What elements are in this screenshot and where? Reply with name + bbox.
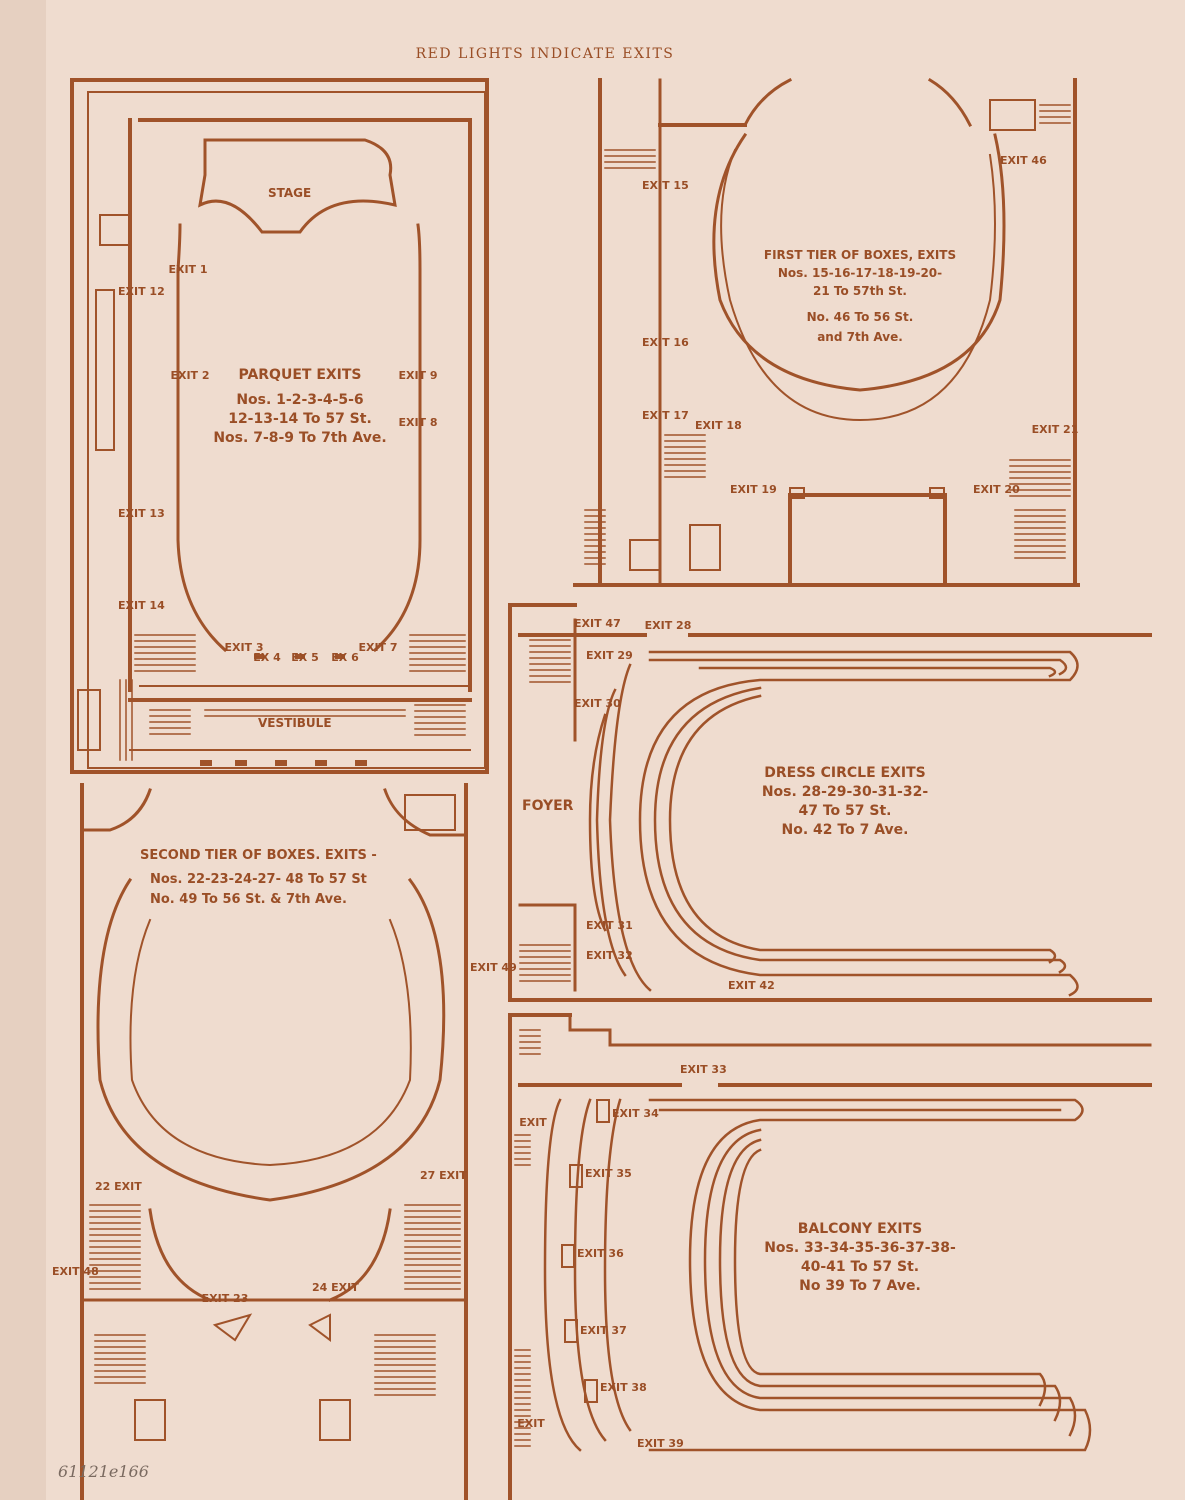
second-tier-line1: Nos. 22-23-24-27- 48 To 57 St [150, 872, 367, 887]
exit-14-label: EXIT 14 [118, 599, 165, 612]
balcony-line3: No 39 To 7 Ave. [799, 1278, 921, 1294]
exit-lower-left-label: EXIT [517, 1417, 545, 1430]
exit-upper-left-label: EXIT [519, 1116, 547, 1129]
vestibule-label: VESTIBULE [258, 716, 332, 730]
exit-5-label: EX 5 [291, 651, 319, 664]
exit-15-label: EXIT 15 [642, 179, 689, 192]
exit-7-label: EXIT 7 [358, 641, 398, 654]
dress-circle-line1: Nos. 28-29-30-31-32- [761, 784, 929, 800]
balcony-line2: 40-41 To 57 St. [800, 1259, 920, 1275]
exit-34-label: EXIT 34 [612, 1107, 659, 1120]
balcony-title: BALCONY EXITS [797, 1221, 923, 1237]
exit-49-label: EXIT 49 [470, 961, 517, 974]
exit-29-label: EXIT 29 [586, 649, 633, 662]
handwritten-catalog-note: 61121e166 [58, 1462, 149, 1481]
exit-48-label: EXIT 48 [52, 1265, 99, 1278]
exit-18-label: EXIT 18 [695, 419, 742, 432]
exit-37-label: EXIT 37 [580, 1324, 627, 1337]
first-tier-line3: No. 46 To 56 St. [806, 310, 914, 324]
exit-20-label: EXIT 20 [973, 483, 1020, 496]
parquet-exits-title: PARQUET EXITS [238, 367, 362, 383]
first-tier-line2: 21 To 57th St. [813, 284, 907, 298]
parquet-exits-line2: 12-13-14 To 57 St. [228, 411, 372, 427]
balcony-plan [508, 1013, 1152, 1500]
exit-27-label: 27 EXIT [420, 1169, 467, 1182]
exit-23-label: EXIT 23 [201, 1292, 249, 1305]
exit-38-label: EXIT 38 [600, 1381, 647, 1394]
exit-22-label: 22 EXIT [95, 1180, 142, 1193]
exit-19-label: EXIT 19 [730, 483, 777, 496]
dress-circle-plan [508, 603, 1152, 1002]
exit-32-label: EXIT 32 [586, 949, 633, 962]
page-header: RED LIGHTS INDICATE EXITS [415, 46, 675, 62]
exit-17-label: EXIT 17 [642, 409, 689, 422]
exit-13-label: EXIT 13 [118, 507, 165, 520]
dress-circle-title: DRESS CIRCLE EXITS [764, 765, 926, 781]
second-tier-title: SECOND TIER OF BOXES. EXITS - [140, 848, 377, 863]
first-tier-title: FIRST TIER OF BOXES, EXITS [763, 248, 957, 262]
foyer-label: FOYER [522, 798, 574, 814]
exit-12-label: EXIT 12 [118, 285, 165, 298]
exit-24-label: 24 EXIT [312, 1281, 359, 1294]
exit-1-label: EXIT 1 [168, 263, 208, 276]
dress-circle-line2: 47 To 57 St. [798, 803, 892, 819]
exit-33-label: EXIT 33 [680, 1063, 727, 1076]
parquet-exits-line1: Nos. 1-2-3-4-5-6 [236, 392, 364, 408]
exit-47-label: EXIT 47 [574, 617, 621, 630]
exit-46-label: EXIT 46 [1000, 154, 1047, 167]
exit-36-label: EXIT 36 [577, 1247, 624, 1260]
exit-2-label: EXIT 2 [170, 369, 210, 382]
exit-4-label: EX 4 [253, 651, 281, 664]
exit-6-label: EX 6 [331, 651, 359, 664]
exit-8-label: EXIT 8 [398, 416, 438, 429]
exit-42-label: EXIT 42 [728, 979, 775, 992]
perforated-edge [0, 0, 46, 1500]
second-tier-plan [80, 783, 468, 1500]
exit-9-label: EXIT 9 [398, 369, 438, 382]
balcony-line1: Nos. 33-34-35-36-37-38- [764, 1240, 956, 1256]
stage-label: STAGE [268, 186, 312, 200]
second-tier-line2: No. 49 To 56 St. & 7th Ave. [150, 892, 347, 907]
exit-39-label: EXIT 39 [637, 1437, 684, 1450]
exit-21-label: EXIT 21 [1031, 423, 1079, 436]
exit-16-label: EXIT 16 [642, 336, 689, 349]
exit-31-label: EXIT 31 [586, 919, 633, 932]
first-tier-plan [573, 77, 1080, 587]
parquet-plan [70, 78, 489, 774]
exit-35-label: EXIT 35 [585, 1167, 632, 1180]
exit-3-label: EXIT 3 [224, 641, 264, 654]
dress-circle-line3: No. 42 To 7 Ave. [781, 822, 909, 838]
exit-28-label: EXIT 28 [644, 619, 692, 632]
first-tier-line1: Nos. 15-16-17-18-19-20- [777, 266, 943, 280]
exit-30-label: EXIT 30 [574, 697, 621, 710]
parquet-exits-line3: Nos. 7-8-9 To 7th Ave. [213, 430, 387, 446]
first-tier-line4: and 7th Ave. [817, 330, 903, 344]
